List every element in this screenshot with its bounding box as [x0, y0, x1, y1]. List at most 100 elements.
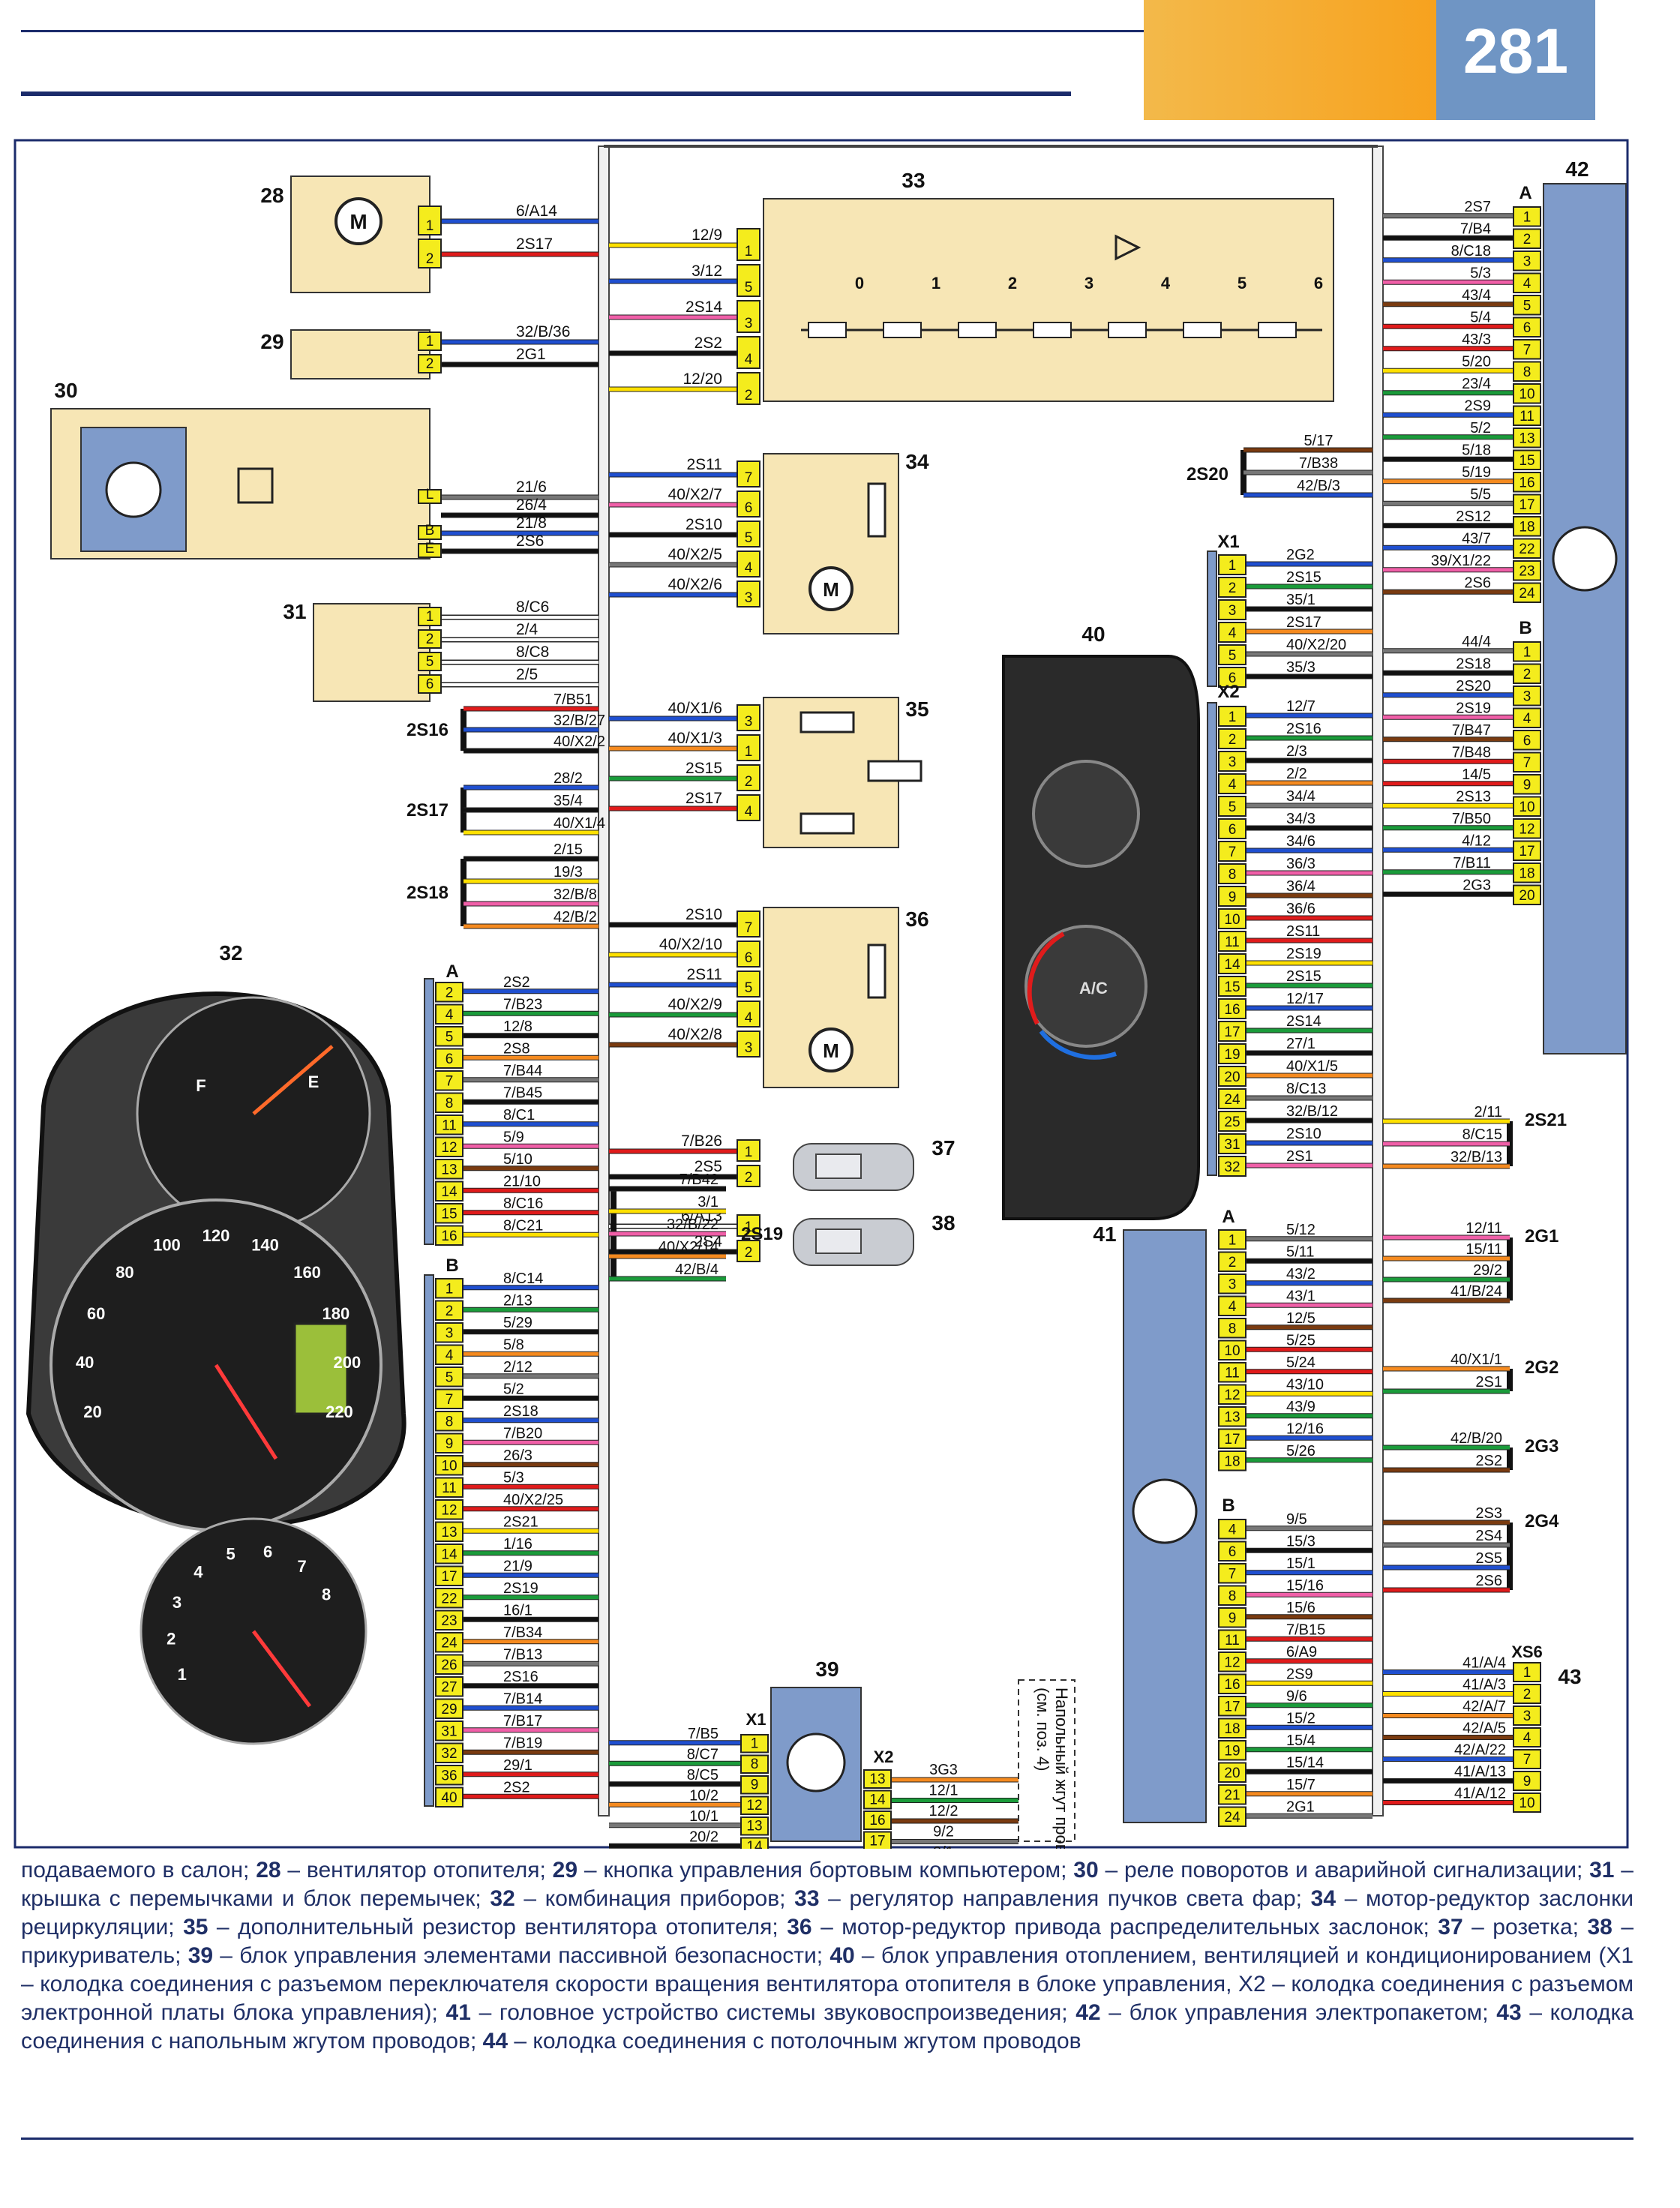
unit42-b-wire-label: 4/12: [1462, 832, 1491, 849]
ac-button-label: A/C: [1079, 979, 1108, 998]
component-37-pin: 2: [745, 1170, 753, 1186]
speedometer-mark: 120: [202, 1226, 230, 1245]
unit41-a-wire-label: 12/5: [1286, 1310, 1316, 1327]
splice-2S20-wire-label: 5/17: [1304, 433, 1334, 449]
cluster-b-wire-label: 7/B13: [503, 1646, 542, 1663]
unit-39-x1-title: X1: [746, 1710, 766, 1729]
component-33-pin: 1: [745, 244, 753, 260]
speedometer-mark: 80: [116, 1263, 134, 1282]
component-36-number: 36: [905, 908, 928, 931]
unit42-a-pin: 4: [1523, 276, 1532, 292]
unit42-a-pin: 17: [1519, 497, 1534, 513]
unit39-x2-pin-box: [863, 1831, 892, 1849]
component-33-wire-label: 12/20: [682, 370, 722, 388]
splice-wire-label: 40/X1/1: [1450, 1352, 1502, 1368]
component-38-pin: 1: [745, 1220, 753, 1235]
component-30-pin-box: [418, 489, 442, 504]
component-33-body: [763, 198, 1334, 402]
unit40-x2-pin: 32: [1224, 1160, 1240, 1175]
unit40-x2-wire-label: 36/6: [1286, 901, 1316, 917]
splice-label: 2S16: [406, 720, 448, 740]
splice-label: 2G4: [1525, 1511, 1559, 1532]
unit40-x2-pin-box: [1218, 931, 1246, 952]
caption-text: – головное устройство системы звуковоспр…: [470, 2000, 1076, 2025]
unit41-a-pin: 10: [1224, 1343, 1240, 1359]
cluster-b-pin-box: [435, 1632, 464, 1653]
cluster-b-pin-box: [435, 1388, 464, 1409]
speedometer-mark: 220: [326, 1402, 353, 1421]
connector-43-pin: 9: [1523, 1774, 1532, 1790]
component-33-pin: 4: [745, 352, 753, 368]
corrector-position-2: 2: [1008, 274, 1017, 292]
unit40-x2-wire-label: 8/C13: [1286, 1081, 1326, 1097]
component-36-wire-label: 40/X2/10: [659, 936, 722, 953]
cluster-b-pin: 40: [441, 1790, 457, 1806]
cluster-b-pin: 4: [446, 1348, 454, 1364]
unit42-a-pin-box: [1513, 472, 1541, 493]
unit39-x1-wire-label: 7/B5: [688, 1726, 718, 1742]
unit42-b-wire-label: 2S20: [1456, 678, 1491, 694]
component-36-pin: 3: [745, 1040, 753, 1056]
component-34-number: 34: [905, 450, 929, 473]
temperature-blue-arc: [1039, 1030, 1117, 1060]
component-34-pin: 4: [745, 560, 753, 576]
unit39-x1-wire-label: 10/2: [689, 1787, 718, 1804]
splice-wire-label: 8/C15: [1462, 1126, 1502, 1143]
page-number: 281: [1462, 16, 1569, 86]
unit40-x2-pin-box: [1218, 1111, 1246, 1132]
connector-43-pin: 2: [1523, 1687, 1532, 1702]
cluster-b-wire-label: 7/B14: [503, 1690, 542, 1707]
cluster-a-pin: 14: [441, 1184, 458, 1200]
component-35-pin: 3: [745, 714, 753, 730]
cluster-lcd-display: [293, 1322, 349, 1415]
cluster-a-pin-box: [435, 1092, 464, 1113]
cluster-a-wire-label: 12/8: [503, 1018, 532, 1035]
tachometer-mark: 3: [172, 1593, 182, 1612]
unit41-a-wire-label: 5/24: [1286, 1354, 1316, 1371]
unit40-x2-wire-label: 12/7: [1286, 698, 1316, 715]
cluster-a-pin: 2: [446, 986, 454, 1001]
unit41-a-pin-box: [1218, 1318, 1246, 1339]
unit41-b-pin: 8: [1228, 1588, 1237, 1604]
component-34-pin-box: [736, 460, 760, 488]
unit42-b-pin-box: [1513, 840, 1541, 861]
unit40-x2-pin-box: [1218, 863, 1246, 884]
unit41-b-pin-box: [1218, 1607, 1246, 1628]
cluster-a-pin: 6: [446, 1052, 454, 1067]
unit42-a-pin: 15: [1519, 453, 1534, 469]
component-37-pin: 1: [745, 1144, 753, 1160]
component-28-number: 28: [260, 184, 284, 207]
component-36-wire-label: 2S10: [686, 906, 722, 923]
connector-43-wire-label: 41/A/4: [1462, 1655, 1506, 1672]
unit40-x2-pin: 2: [1228, 732, 1237, 748]
caption-item-number: 29: [552, 1858, 578, 1882]
unit42-b-wire-label: 14/5: [1462, 766, 1491, 783]
unit41-b-pin-box: [1218, 1784, 1246, 1805]
unit40-x2-pin-box: [1218, 1156, 1246, 1177]
unit39-x1-pin-box: [740, 1816, 769, 1836]
unit41-b-pin-box: [1218, 1696, 1246, 1717]
component-30-pin: B: [425, 523, 435, 538]
component-36-wire-label: 40/X2/8: [668, 1026, 722, 1043]
cluster-b-pin: 1: [446, 1282, 454, 1298]
tachometer-needle: [252, 1630, 311, 1708]
cluster-b-pin: 2: [446, 1304, 454, 1319]
cluster-a-pin: 4: [446, 1007, 454, 1023]
unit40-x2-wire-label: 2/3: [1286, 743, 1307, 760]
unit42-a-pin-box: [1513, 339, 1541, 360]
component-31-wire-label: 8/C6: [516, 598, 549, 616]
unit42-a-pin: 23: [1519, 564, 1534, 580]
cluster-b-pin-box: [435, 1477, 464, 1498]
unit39-x2-pin-box: [863, 1790, 892, 1810]
unit41-a-pin-box: [1218, 1428, 1246, 1449]
unit41-a-pin: 18: [1224, 1454, 1240, 1470]
unit39-x1-pin: 9: [751, 1778, 759, 1793]
unit42-a-wire-label: 5/19: [1462, 464, 1491, 481]
component-29-wire-label: 2G1: [516, 346, 546, 363]
cluster-a-wire-label: 5/10: [503, 1151, 532, 1168]
cluster-b-pin: 13: [441, 1525, 457, 1540]
corrector-position-5: 5: [1238, 274, 1246, 292]
unit40-x1-pin-box: [1218, 599, 1246, 620]
component-31-wire-label: 2/5: [516, 666, 538, 683]
unit42-b-pin: 4: [1523, 711, 1532, 727]
